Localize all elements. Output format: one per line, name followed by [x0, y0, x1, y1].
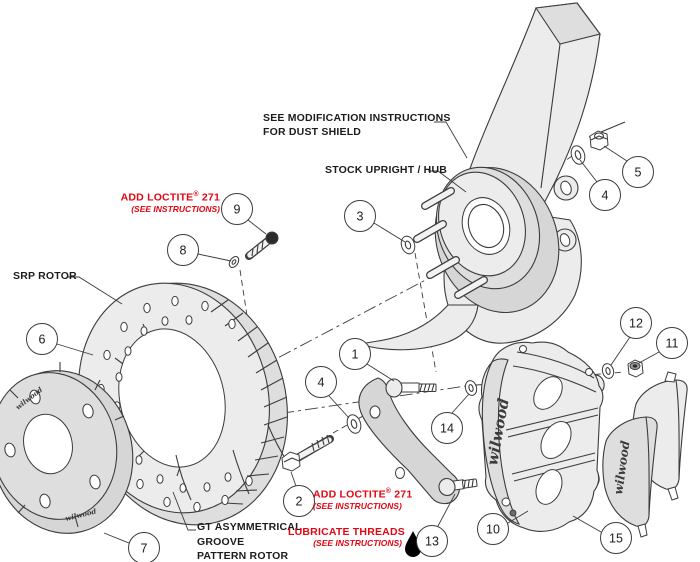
callout-3: 3: [344, 200, 376, 232]
callout-13: 13: [416, 525, 448, 557]
svg-text:11: 11: [666, 337, 679, 351]
bolt-9: [245, 231, 279, 260]
svg-text:9: 9: [234, 203, 241, 217]
callout-8: 8: [167, 234, 199, 266]
svg-text:7: 7: [141, 542, 148, 556]
callout-1: 1: [339, 338, 371, 370]
svg-text:12: 12: [629, 317, 643, 331]
callout-7: 7: [128, 532, 160, 562]
washer-8: [228, 256, 240, 268]
callout-4-mid: 4: [305, 366, 337, 398]
callout-15: 15: [600, 522, 632, 554]
note-add-loctite-top: ADD LOCTITE® 271 (SEE INSTRUCTIONS): [120, 191, 220, 214]
bracket-stud-top: [385, 378, 437, 398]
svg-text:4: 4: [318, 376, 325, 390]
note-add-loctite-bottom: ADD LOCTITE® 271 (SEE INSTRUCTIONS): [313, 488, 413, 511]
svg-text:15: 15: [609, 532, 623, 546]
wheel-studs: [413, 187, 488, 299]
bolt-2: [281, 434, 334, 472]
note-lubricate-threads: LUBRICATE THREADS (SEE INSTRUCTIONS): [288, 526, 405, 548]
label-leaders: [67, 121, 468, 531]
svg-text:2: 2: [296, 495, 303, 509]
callouts: 9 8 3 5 4 6 1 4 12 11 14 2 10 13 15 7: [26, 156, 688, 562]
callout-5: 5: [622, 156, 654, 188]
caliper-bracket: [358, 377, 478, 505]
washer-3: [400, 235, 416, 255]
washer-4-mid: [346, 414, 362, 434]
svg-text:10: 10: [486, 523, 500, 537]
rotor-hat: wilwood wilwood: [0, 362, 134, 534]
brake-pads: wilwood: [602, 371, 688, 538]
svg-text:13: 13: [425, 535, 439, 549]
washer-12: [601, 363, 615, 379]
callout-9: 9: [221, 193, 253, 225]
callout-14: 14: [431, 412, 463, 444]
callout-6: 6: [26, 323, 58, 355]
svg-text:5: 5: [635, 166, 642, 180]
svg-text:4: 4: [602, 189, 609, 203]
lubricant-drop-icon: [405, 531, 421, 557]
label-gt-rotor: GT ASYMMETRICAL GROOVE PATTERN ROTOR: [197, 521, 302, 562]
washer-14: [464, 380, 478, 396]
callout-leaders: [56, 145, 660, 544]
nut-11: [627, 359, 644, 378]
label-stock-upright-hub: STOCK UPRIGHT / HUB: [325, 164, 448, 176]
caliper: wilwood: [478, 341, 605, 532]
callout-2: 2: [283, 485, 315, 517]
bracket-stud-bottom: [438, 477, 478, 497]
label-dust-shield-note: SEE MODIFICATION INSTRUCTIONS FOR DUST S…: [263, 112, 451, 138]
svg-text:3: 3: [357, 210, 364, 224]
svg-text:6: 6: [39, 333, 46, 347]
hub: [413, 166, 541, 299]
nut-5: [589, 130, 609, 151]
callout-10: 10: [477, 513, 509, 545]
svg-text:8: 8: [180, 244, 187, 258]
svg-text:14: 14: [440, 422, 454, 436]
label-srp-rotor: SRP ROTOR: [13, 270, 77, 282]
washer-4-top: [570, 145, 586, 165]
svg-text:1: 1: [352, 348, 359, 362]
callout-12: 12: [620, 307, 652, 339]
callout-11: 11: [656, 327, 688, 359]
callout-4-top: 4: [589, 179, 621, 211]
